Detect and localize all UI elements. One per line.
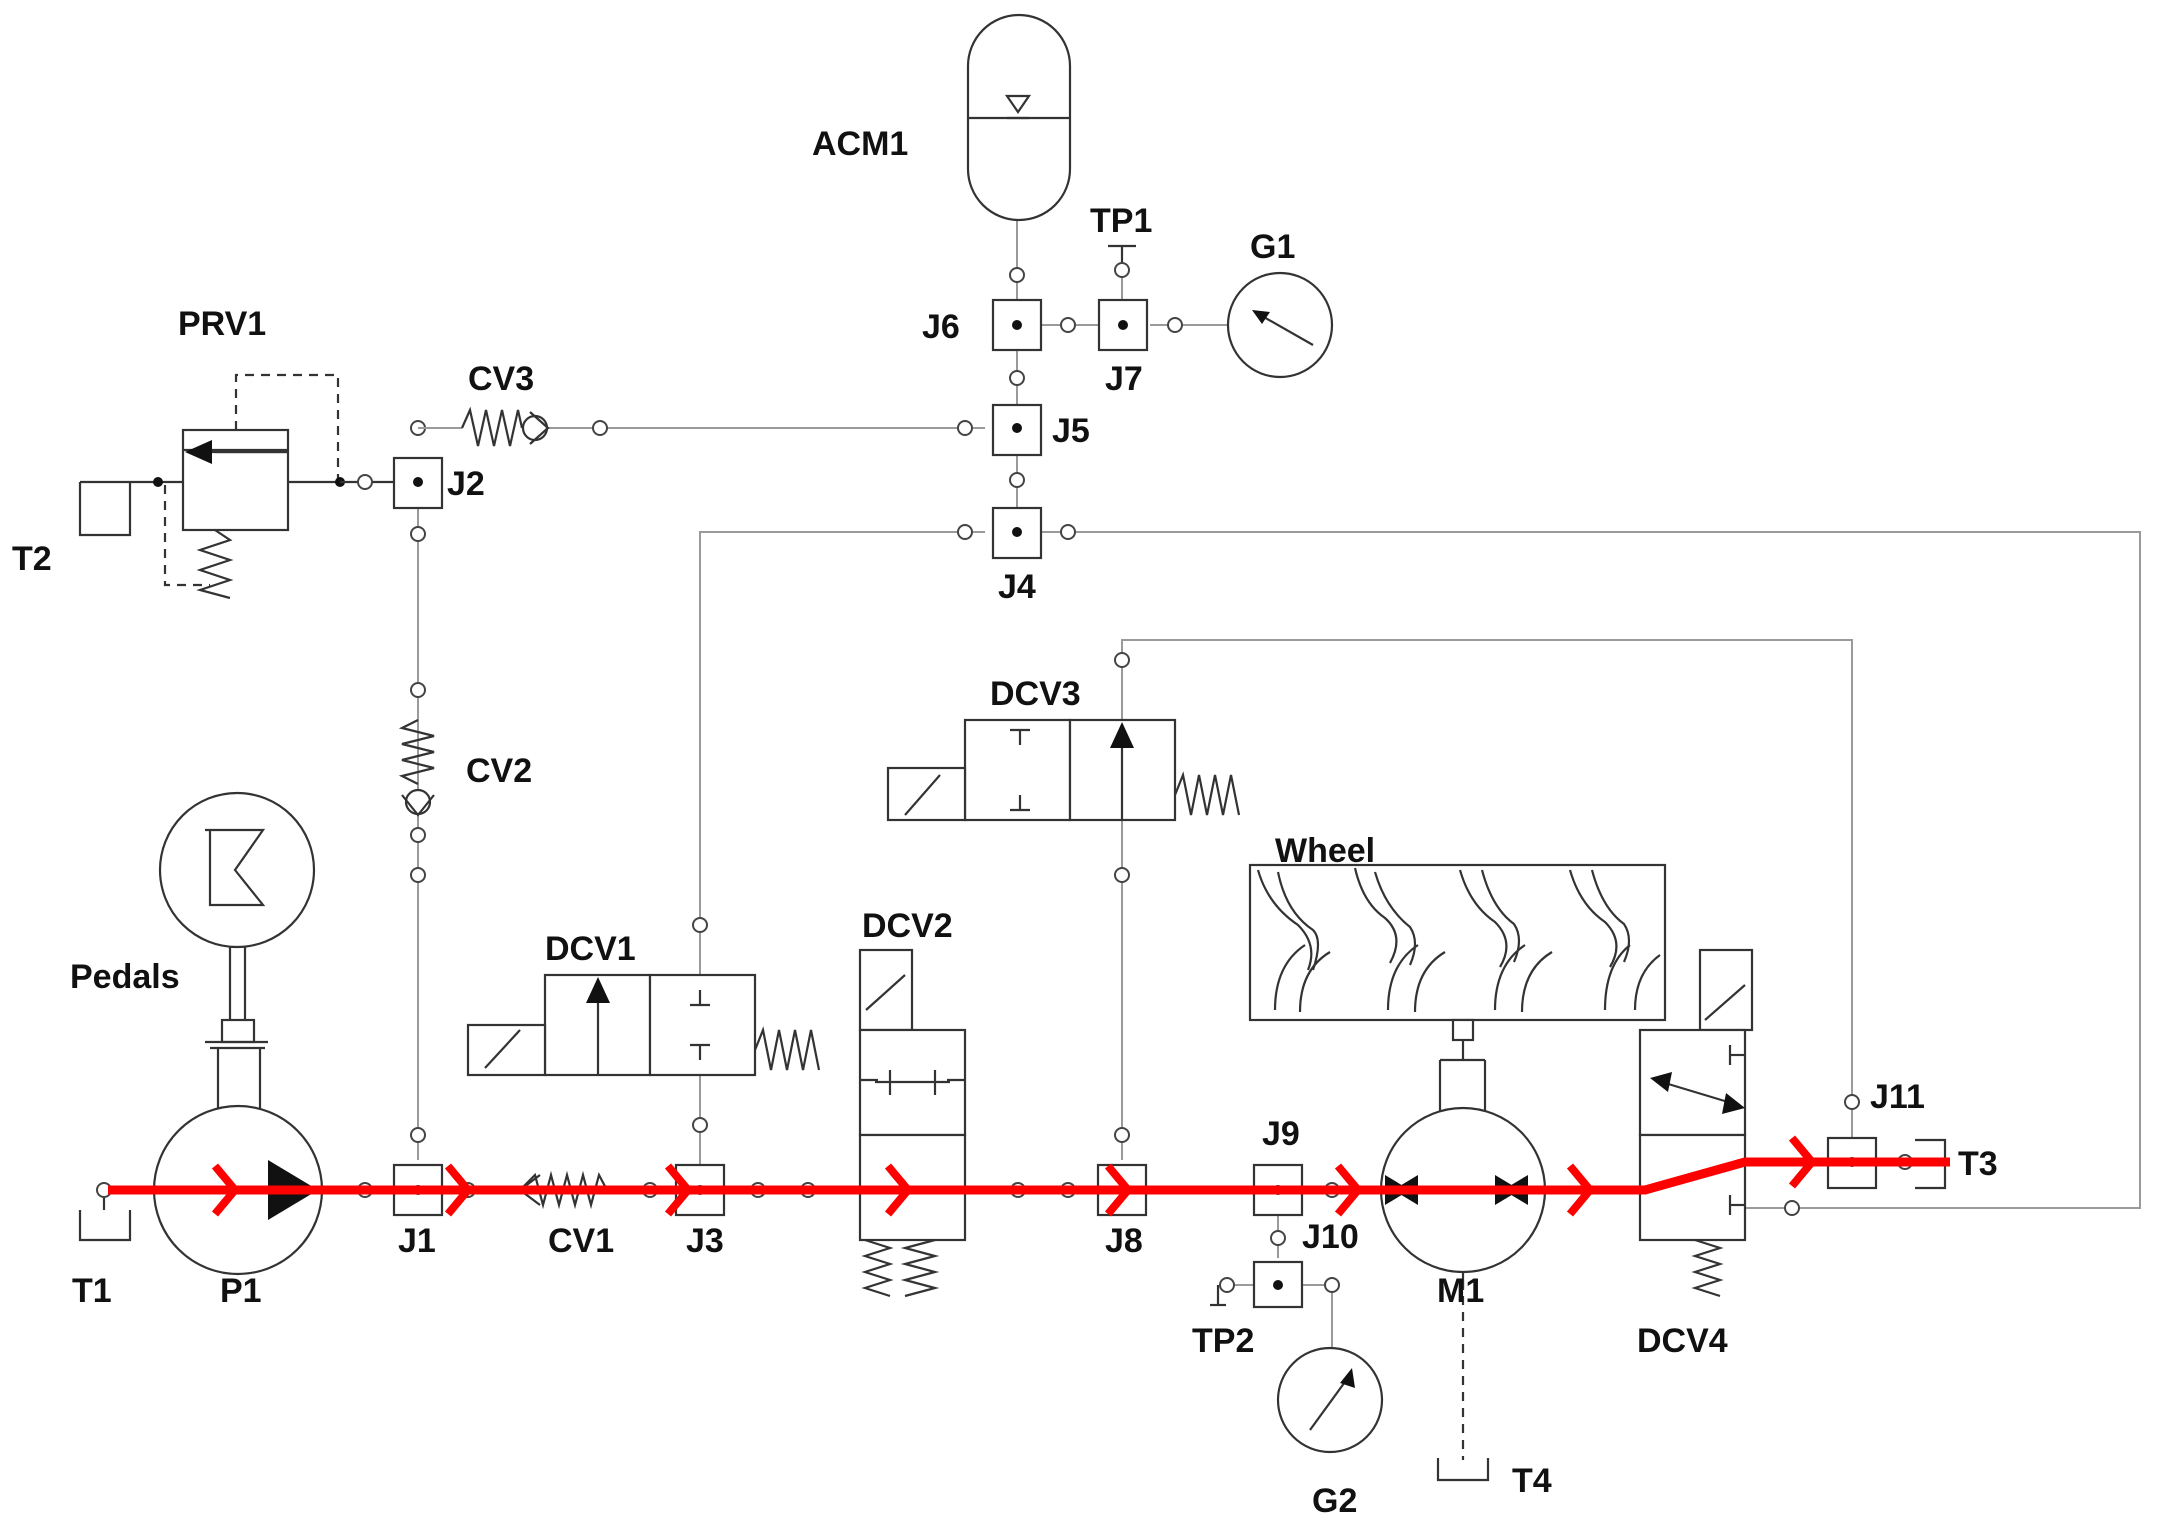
pedals-actuator: [158, 791, 316, 1050]
label-j9: J9: [1262, 1115, 1300, 1153]
label-tp2: TP2: [1192, 1322, 1254, 1360]
label-t1: T1: [72, 1272, 112, 1310]
label-g2: G2: [1312, 1482, 1357, 1520]
junction-j8: [1010, 1127, 1148, 1217]
pressure-relief-valve-prv1: [120, 373, 395, 600]
label-prv1: PRV1: [178, 305, 266, 343]
label-g1: G1: [1250, 228, 1295, 266]
directional-control-valve-dcv3: [886, 652, 1241, 883]
label-pedals: Pedals: [70, 958, 180, 996]
label-j6: J6: [922, 308, 960, 346]
tank-t2: [78, 480, 132, 537]
motor-m1: [1379, 1018, 1547, 1290]
label-j3: J3: [686, 1222, 724, 1260]
label-dcv4: DCV4: [1637, 1322, 1728, 1360]
junction-j6: [991, 298, 1076, 352]
label-m1: M1: [1437, 1272, 1484, 1310]
label-p1: P1: [220, 1272, 262, 1310]
directional-control-valve-dcv1: [466, 917, 821, 1133]
accumulator-acm1: [966, 13, 1072, 283]
label-cv2: CV2: [466, 752, 532, 790]
junction-j7: [1097, 262, 1183, 352]
label-cv3: CV3: [468, 360, 534, 398]
junction-j4: [957, 472, 1076, 560]
test-point-tp1: [1108, 244, 1136, 262]
label-j7: J7: [1105, 360, 1143, 398]
wheel-actuator: [1248, 863, 1667, 1022]
junction-j10: [1219, 1230, 1340, 1309]
tank-t4: [1436, 1458, 1490, 1482]
label-j2: J2: [447, 465, 485, 503]
label-j4: J4: [998, 568, 1036, 606]
check-valve-cv2: [398, 682, 435, 883]
gauge-g2: [1276, 1346, 1384, 1454]
label-dcv3: DCV3: [990, 675, 1081, 713]
label-dcv1: DCV1: [545, 930, 636, 968]
directional-control-valve-dcv2: [858, 948, 967, 1298]
label-t3: T3: [1958, 1145, 1998, 1183]
test-point-tp2: [1210, 1285, 1226, 1307]
label-acm1: ACM1: [812, 125, 908, 163]
label-t4: T4: [1512, 1462, 1552, 1500]
label-j5: J5: [1052, 412, 1090, 450]
label-cv1: CV1: [548, 1222, 614, 1260]
label-j8: J8: [1105, 1222, 1143, 1260]
gauge-g1: [1226, 271, 1334, 379]
junction-j5: [957, 370, 1043, 457]
label-j11: J11: [1870, 1078, 1925, 1116]
junction-j2: [357, 420, 444, 542]
label-tp1: TP1: [1090, 202, 1152, 240]
label-wheel: Wheel: [1275, 832, 1375, 870]
label-j10: J10: [1302, 1218, 1359, 1256]
label-j1: J1: [398, 1222, 436, 1260]
label-dcv2: DCV2: [862, 907, 953, 945]
pump-p1: [152, 1048, 324, 1276]
highlighted-flow-path: [108, 1135, 1950, 1217]
check-valve-cv3: [418, 406, 608, 447]
label-t2: T2: [12, 540, 52, 578]
